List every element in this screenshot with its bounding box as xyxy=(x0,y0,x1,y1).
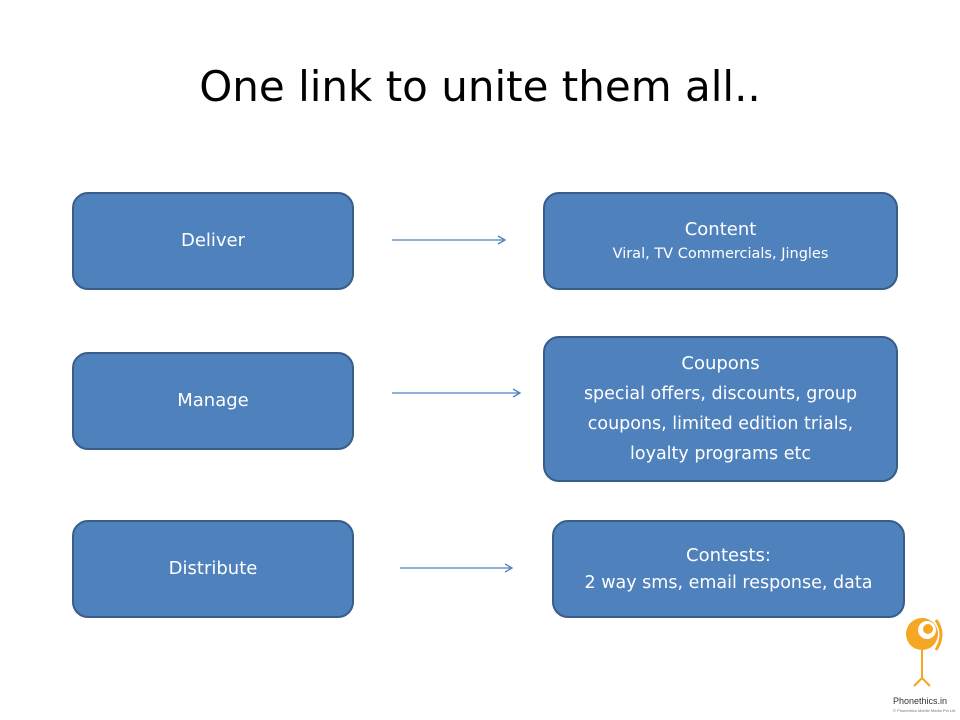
manage-label: Manage xyxy=(177,390,249,411)
contests-detail: 2 way sms, email response, data xyxy=(584,573,873,593)
coupons-detail-line-1: special offers, discounts, group xyxy=(583,384,858,404)
logo-name: Phonethics.in xyxy=(893,696,948,706)
coupons-heading: Coupons xyxy=(681,353,760,374)
arrowhead-manage-coupons xyxy=(512,388,522,398)
coupons-detail-line-3: loyalty programs etc xyxy=(630,444,811,464)
deliver-label: Deliver xyxy=(180,230,246,251)
distribute-label: Distribute xyxy=(168,558,258,579)
contests-heading: Contests: xyxy=(686,545,771,566)
deliver-box: Deliver xyxy=(72,192,354,290)
phonethics-logo-icon xyxy=(906,618,943,687)
manage-box: Manage xyxy=(72,352,354,450)
coupons-box: Coupons special offers, discounts, group… xyxy=(543,336,898,482)
coupons-detail-line-2: coupons, limited edition trials, xyxy=(587,414,854,434)
content-heading: Content xyxy=(684,219,757,240)
logo-tagline: © Phonethics Mobile Media Pvt Ltd xyxy=(893,708,956,713)
contests-box: Contests: 2 way sms, email response, dat… xyxy=(552,520,905,618)
slide-title: One link to unite them all.. xyxy=(199,62,761,111)
arrowhead-distribute-contests xyxy=(504,563,514,573)
distribute-box: Distribute xyxy=(72,520,354,618)
content-box: Content Viral, TV Commercials, Jingles xyxy=(543,192,898,290)
content-detail: Viral, TV Commercials, Jingles xyxy=(612,246,829,262)
arrowhead-deliver-content xyxy=(497,235,507,245)
